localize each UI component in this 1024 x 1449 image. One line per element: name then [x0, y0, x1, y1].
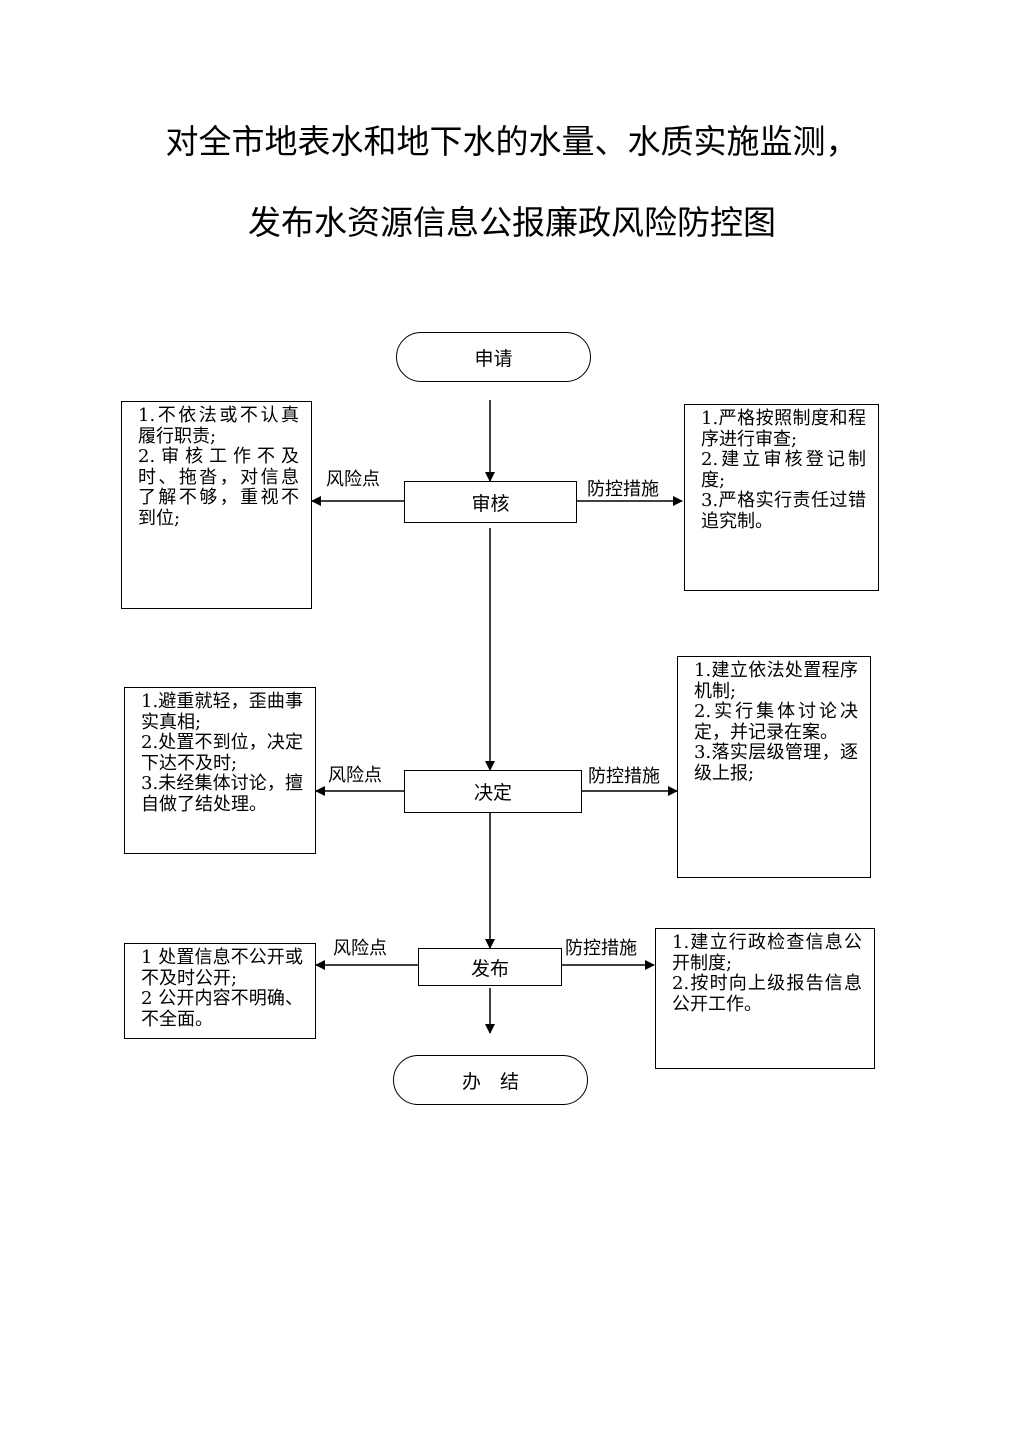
- step-publish: 发布: [418, 948, 562, 986]
- control-label-publish: 防控措施: [565, 938, 637, 959]
- risk-item: 1.避重就轻，歪曲事实真相;: [141, 691, 303, 733]
- control-item: 1.建立依法处置程序机制;: [694, 660, 858, 702]
- control-box-review: 1.严格按照制度和程序进行审查; 2.建立审核登记制度; 3.严格实行责任过错追…: [684, 404, 879, 591]
- risk-label-decision: 风险点: [328, 765, 382, 786]
- start-node: 申请: [396, 332, 591, 382]
- risk-item: 2 公开内容不明确、不全面。: [141, 988, 303, 1030]
- control-box-decision: 1.建立依法处置程序机制; 2.实行集体讨论决定，并记录在案。 3.落实层级管理…: [677, 656, 871, 878]
- control-item: 1.严格按照制度和程序进行审查;: [701, 408, 866, 450]
- step-review: 审核: [404, 481, 577, 523]
- risk-item: 1 处置信息不公开或不及时公开;: [141, 947, 303, 989]
- end-node: 办 结: [393, 1055, 588, 1105]
- risk-box-review: 1.不依法或不认真履行职责; 2.审核工作不及时、拖沓，对信息了解不够，重视不到…: [121, 401, 312, 609]
- risk-label-review: 风险点: [326, 469, 380, 490]
- control-label-review: 防控措施: [587, 479, 659, 500]
- risk-item: 1.不依法或不认真履行职责;: [138, 405, 299, 447]
- step-decision: 决定: [404, 770, 582, 813]
- control-item: 3.落实层级管理，逐级上报;: [694, 742, 858, 784]
- risk-item: 2.处置不到位，决定下达不及时;: [141, 732, 303, 774]
- risk-box-publish: 1 处置信息不公开或不及时公开; 2 公开内容不明确、不全面。: [124, 943, 316, 1039]
- control-item: 2.按时向上级报告信息公开工作。: [672, 973, 862, 1015]
- risk-item: 3.未经集体讨论，擅自做了结处理。: [141, 773, 303, 815]
- control-item: 1.建立行政检查信息公开制度;: [672, 932, 862, 974]
- page-title-line-1: 对全市地表水和地下水的水量、水质实施监测，: [165, 122, 859, 161]
- control-item: 3.严格实行责任过错追究制。: [701, 490, 866, 532]
- risk-label-publish: 风险点: [333, 938, 387, 959]
- control-label-decision: 防控措施: [588, 766, 660, 787]
- risk-box-decision: 1.避重就轻，歪曲事实真相; 2.处置不到位，决定下达不及时; 3.未经集体讨论…: [124, 687, 316, 854]
- risk-item: 2.审核工作不及时、拖沓，对信息了解不够，重视不到位;: [138, 446, 299, 529]
- control-item: 2.建立审核登记制度;: [701, 449, 866, 491]
- control-box-publish: 1.建立行政检查信息公开制度; 2.按时向上级报告信息公开工作。: [655, 928, 875, 1069]
- page-title-line-2: 发布水资源信息公报廉政风险防控图: [248, 203, 776, 242]
- control-item: 2.实行集体讨论决定，并记录在案。: [694, 701, 858, 743]
